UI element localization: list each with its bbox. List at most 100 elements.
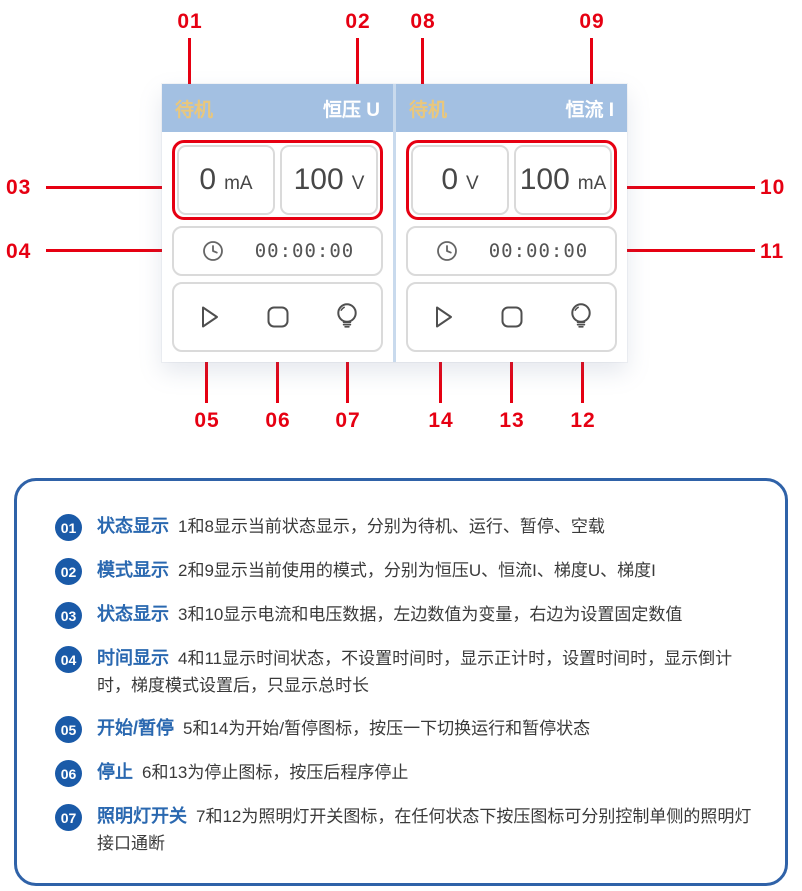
callout-label-07: 07 <box>335 409 361 432</box>
legend-label: 状态显示 <box>97 516 169 536</box>
legend-label: 开始/暂停 <box>97 718 175 738</box>
callout-line <box>617 249 755 252</box>
clock-icon <box>435 239 459 263</box>
mode-display: 恒压 U <box>322 99 380 121</box>
power-supply-display: 待机 恒压 U 0 mA 100 V <box>162 84 627 362</box>
callout-line <box>356 38 359 102</box>
legend-badge: 04 <box>55 646 82 673</box>
setpoint-unit: mA <box>577 172 607 194</box>
lamp-button[interactable] <box>330 300 364 334</box>
legend-badge: 05 <box>55 716 82 743</box>
callout-line <box>439 331 442 403</box>
callout-label-04: 04 <box>6 240 32 263</box>
callout-line <box>510 331 513 403</box>
legend-desc: 1和8显示当前状态显示，分别为待机、运行、暂停、空载 <box>178 517 605 536</box>
current-value: 0 <box>441 163 458 196</box>
legend-label: 状态显示 <box>97 604 169 624</box>
legend-badge: 07 <box>55 804 82 831</box>
panel-body: 0 V 100 mA 00:00:00 <box>396 132 627 362</box>
time-display: 00:00:00 <box>172 226 383 276</box>
callout-line <box>46 186 167 189</box>
callout-line <box>421 38 424 102</box>
callout-label-13: 13 <box>499 409 525 432</box>
callout-label-03: 03 <box>6 176 32 199</box>
elapsed-time: 00:00:00 <box>488 240 589 262</box>
setpoint-value: 100 <box>293 163 344 196</box>
callout-label-05: 05 <box>194 409 220 432</box>
panel-body: 0 mA 100 V 00:00:00 <box>162 132 393 362</box>
lamp-icon <box>336 303 357 328</box>
callout-label-02: 02 <box>345 10 371 33</box>
current-readout: 0 mA <box>177 145 275 215</box>
stop-icon <box>501 306 522 328</box>
legend-label: 时间显示 <box>97 648 169 668</box>
legend-desc: 3和10显示电流和电压数据，左边数值为变量，右边为设置固定数值 <box>178 605 683 624</box>
device-callout-diagram: 01 02 08 09 03 04 10 11 05 06 07 14 13 1… <box>6 10 786 432</box>
setpoint-value: 100 <box>519 163 570 196</box>
readout-group: 0 V 100 mA <box>406 140 617 220</box>
play-icon <box>201 306 218 328</box>
clock-icon <box>201 239 225 263</box>
readout-group: 0 mA 100 V <box>172 140 383 220</box>
legend-item-06: 06 停止 6和13为停止图标，按压后程序停止 <box>55 759 757 787</box>
lamp-icon <box>570 303 591 328</box>
legend-item-01: 01 状态显示 1和8显示当前状态显示，分别为待机、运行、暂停、空载 <box>55 513 757 541</box>
setpoint-unit: V <box>351 172 365 194</box>
setpoint-readout: 100 V <box>280 145 378 215</box>
elapsed-time: 00:00:00 <box>254 240 355 262</box>
callout-label-10: 10 <box>760 176 786 199</box>
legend-badge: 06 <box>55 760 82 787</box>
legend-badge: 03 <box>55 602 82 629</box>
legend-badge: 01 <box>55 514 82 541</box>
callout-line <box>46 249 172 252</box>
status-display: 待机 <box>409 99 448 121</box>
stop-button[interactable] <box>495 300 529 334</box>
legend-label: 模式显示 <box>97 560 169 580</box>
time-display: 00:00:00 <box>406 226 617 276</box>
current-readout: 0 V <box>411 145 509 215</box>
callout-line <box>590 38 593 102</box>
callout-line <box>205 331 208 403</box>
legend-desc: 6和13为停止图标，按压后程序停止 <box>142 763 409 782</box>
legend-desc: 7和12为照明灯开关图标，在任何状态下按压图标可分别控制单侧的照明灯接口通断 <box>97 807 752 853</box>
callout-line <box>188 38 191 102</box>
callout-label-08: 08 <box>410 10 436 33</box>
control-panel-right: 待机 恒流 I 0 V 100 mA <box>396 84 627 362</box>
callout-label-11: 11 <box>760 240 785 263</box>
legend-item-02: 02 模式显示 2和9显示当前使用的模式，分别为恒压U、恒流I、梯度U、梯度I <box>55 557 757 585</box>
legend-label: 停止 <box>97 762 133 782</box>
mode-display: 恒流 I <box>565 99 614 121</box>
lamp-button[interactable] <box>564 300 598 334</box>
legend-desc: 5和14为开始/暂停图标，按压一下切换运行和暂停状态 <box>183 719 591 738</box>
legend-item-03: 03 状态显示 3和10显示电流和电压数据，左边数值为变量，右边为设置固定数值 <box>55 601 757 629</box>
stop-button[interactable] <box>261 300 295 334</box>
panel-header: 待机 恒流 I <box>396 84 627 132</box>
status-display: 待机 <box>175 99 214 121</box>
start-pause-button[interactable] <box>192 300 226 334</box>
legend-badge: 02 <box>55 558 82 585</box>
callout-line <box>581 331 584 403</box>
current-unit: mA <box>224 172 253 194</box>
callout-label-01: 01 <box>177 10 203 33</box>
legend-desc: 4和11显示时间状态，不设置时间时，显示正计时，设置时间时，显示倒计时，梯度模式… <box>97 649 733 695</box>
callout-label-09: 09 <box>579 10 605 33</box>
start-pause-button[interactable] <box>426 300 460 334</box>
control-panel-left: 待机 恒压 U 0 mA 100 V <box>162 84 393 362</box>
legend-label: 照明灯开关 <box>97 806 187 826</box>
current-unit: V <box>466 172 479 194</box>
panel-header: 待机 恒压 U <box>162 84 393 132</box>
legend-box: 01 状态显示 1和8显示当前状态显示，分别为待机、运行、暂停、空载 02 模式显… <box>14 478 788 886</box>
callout-line <box>346 331 349 403</box>
callout-label-12: 12 <box>570 409 596 432</box>
callout-label-06: 06 <box>265 409 291 432</box>
current-value: 0 <box>199 163 217 196</box>
button-row <box>406 282 617 352</box>
legend-desc: 2和9显示当前使用的模式，分别为恒压U、恒流I、梯度U、梯度I <box>178 561 656 580</box>
callout-line <box>622 186 755 189</box>
play-icon <box>435 306 452 328</box>
stop-icon <box>267 306 288 328</box>
button-row <box>172 282 383 352</box>
callout-line <box>276 331 279 403</box>
